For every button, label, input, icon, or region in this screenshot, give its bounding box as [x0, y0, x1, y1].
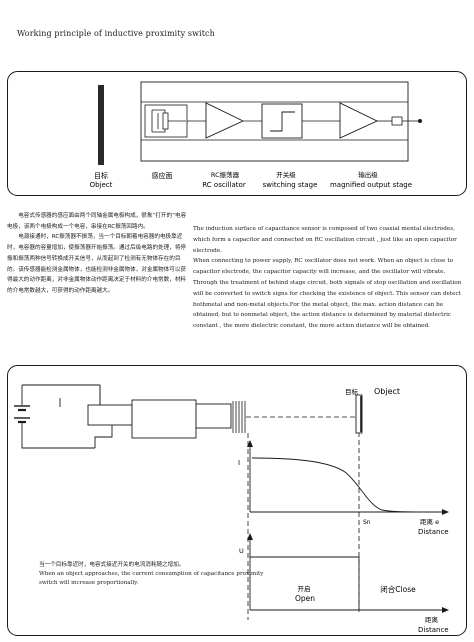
sensor-coil — [232, 401, 246, 433]
close-label: 闭合Close — [380, 584, 416, 594]
response-caption: 当一个目标靠近时，电容式接近开关的电流消耗随之增加。 When an objec… — [39, 561, 269, 588]
description-en-paragraph-1: The induction surface of capacitance sen… — [193, 226, 457, 254]
sensor-middle-body — [131, 399, 197, 439]
distance-axis-arrow-1 — [442, 509, 449, 515]
output-resistor — [391, 116, 403, 126]
current-graph-axes — [249, 445, 444, 513]
output-stage-triangle — [339, 102, 379, 139]
description-cn-paragraph-1: 电容式传感器的感应面由两个同轴金属电极构成，很象“打开的”电容电极，该两个电极构… — [7, 213, 187, 230]
label-output-stage-en: magnified output stage — [330, 181, 412, 189]
response-object-cn: 目标 — [345, 387, 359, 396]
current-axis-label: I — [238, 459, 240, 467]
label-rc-oscillator-en: RC oscillator — [202, 181, 246, 189]
description-en: The induction surface of capacitance sen… — [193, 224, 471, 332]
output-terminal — [418, 119, 422, 123]
label-sensing-surface: 感应面 — [152, 171, 173, 180]
caption-en: When an object approaches, the current c… — [39, 571, 264, 586]
block-diagram-frame — [7, 71, 467, 196]
distance-label-en-1: Distance — [418, 528, 449, 536]
page-title: Working principle of inductive proximity… — [17, 29, 215, 38]
sn-label: Sn — [363, 519, 371, 526]
open-label-en: Open — [295, 594, 315, 603]
capacitor-electrodes — [151, 109, 186, 133]
current-axis-arrow — [247, 440, 253, 447]
current-curve — [251, 457, 445, 513]
rc-oscillator-triangle — [205, 102, 245, 139]
sensor-module-box — [140, 81, 409, 162]
switching-waveform — [270, 111, 295, 132]
description-cn-paragraph-2: 电源接通时，RC振荡器不振荡，当一个目标朝着电容器的电极靠近时，电容器的容量增加… — [7, 234, 187, 294]
label-rc-oscillator-cn: RC振荡器 — [211, 170, 240, 179]
distance-label-cn-1: 距离 e — [420, 517, 439, 526]
distance-axis-arrow-2 — [442, 607, 449, 613]
voltage-axis-arrow — [247, 533, 253, 540]
response-diagram-frame — [7, 365, 467, 636]
label-switching-stage-cn: 开关级 — [276, 170, 296, 179]
description-cn: 电容式传感器的感应面由两个同轴金属电极构成，很象“打开的”电容电极，该两个电极构… — [7, 211, 187, 297]
distance-label-en-2: Distance — [418, 626, 449, 634]
sensor-head-body — [195, 403, 232, 429]
response-object-en: Object — [374, 387, 400, 396]
label-object-en: Object — [90, 181, 113, 189]
caption-cn: 当一个目标靠近时，电容式接近开关的电流消耗随之增加。 — [39, 562, 185, 568]
open-label-cn: 开启 — [298, 584, 311, 593]
description-en-paragraph-2: When connecting to power supply, RC osci… — [193, 258, 462, 330]
label-object-cn: 目标 — [94, 171, 108, 180]
sensor-rear-body — [87, 404, 133, 426]
target-plate — [355, 394, 363, 434]
voltage-graph-axes — [249, 538, 444, 611]
battery-icon — [14, 405, 30, 424]
label-switching-stage-en: switching stage — [263, 181, 318, 189]
distance-label-cn-2: 距离 — [425, 615, 439, 624]
voltage-axis-label: U — [239, 547, 244, 555]
object-bar — [98, 85, 104, 165]
voltage-step — [250, 556, 360, 610]
label-output-stage-cn: 输出级 — [358, 170, 378, 179]
